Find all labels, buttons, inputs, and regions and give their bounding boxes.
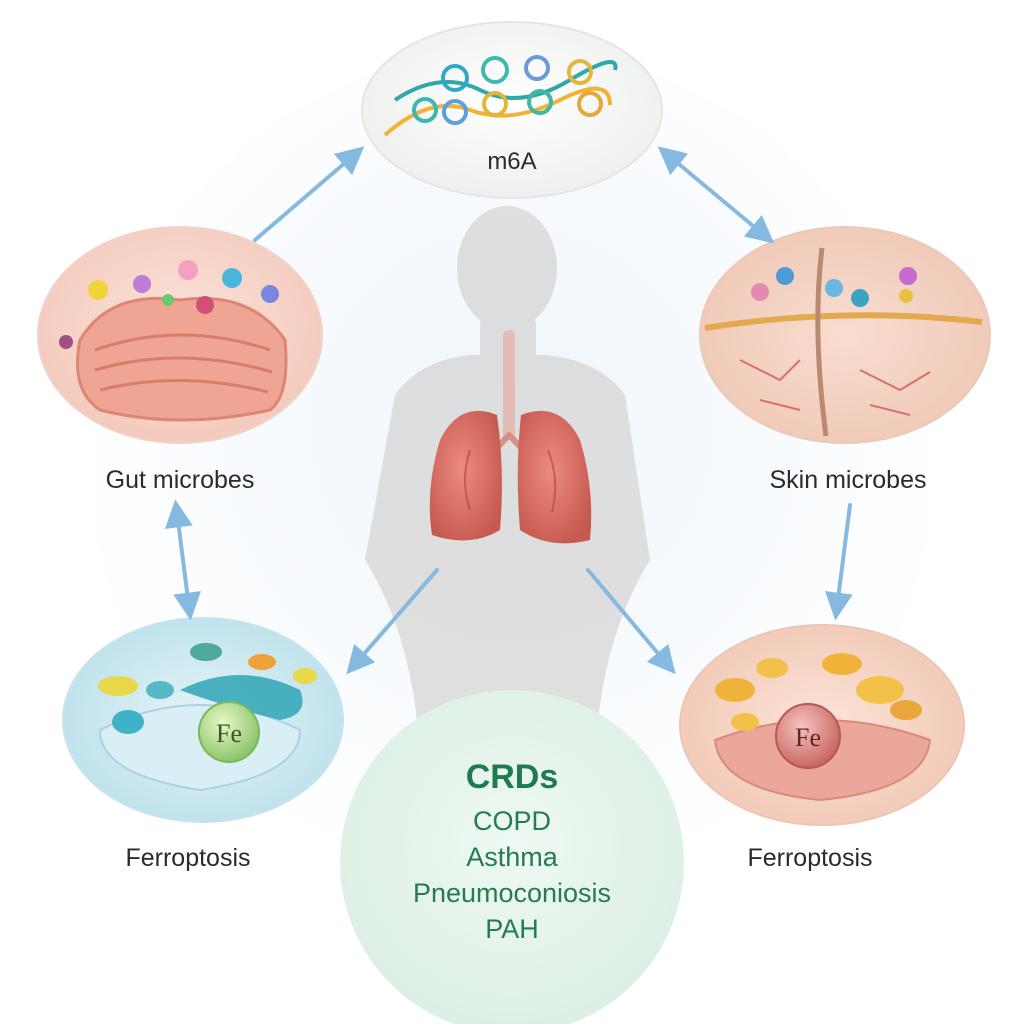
arrow-lungs-ferroptosis-left	[346, 568, 439, 675]
m6a-label: m6A	[487, 148, 537, 175]
gut-microbes-node	[37, 226, 323, 444]
arrow-skin-ferroptosis	[824, 503, 853, 621]
ferroptosis-right-label: Ferroptosis	[747, 844, 873, 872]
arrows	[164, 146, 853, 675]
ferroptosis-left-label: Ferroptosis	[125, 844, 251, 872]
skin-microbes-label: Skin microbes	[769, 466, 927, 494]
crds-block: CRDs COPD Asthma Pneumoconiosis PAH	[362, 758, 662, 947]
ferroptosis-left-node: Fe	[62, 617, 344, 823]
intestine-icon	[76, 296, 288, 422]
m6a-node	[361, 21, 663, 199]
arrow-gut-ferroptosis	[164, 499, 202, 621]
microbe-dots	[751, 267, 917, 307]
skin-microbes-node	[699, 226, 991, 444]
rna-strand-icon	[383, 55, 618, 137]
disease-copd: COPD	[472, 806, 551, 836]
disease-asthma: Asthma	[466, 842, 558, 872]
ferroptosis-left-particles	[98, 643, 317, 734]
fe-right-symbol: Fe	[795, 723, 821, 752]
fe-left-symbol: Fe	[216, 719, 242, 748]
skin-tissue-icon	[704, 247, 983, 437]
gut-microbes-label: Gut microbes	[105, 466, 255, 494]
disease-pah: PAH	[485, 914, 539, 944]
disease-pneumoconiosis: Pneumoconiosis	[412, 878, 612, 908]
crds-circle	[340, 690, 684, 1029]
arrow-lungs-ferroptosis-right	[586, 568, 676, 675]
arrow-gut-to-m6a	[253, 146, 365, 242]
ferroptosis-right-node: Fe	[679, 624, 965, 826]
human-lungs-icon	[429, 410, 592, 544]
crds-title: CRDs	[465, 758, 559, 796]
iron-cell-icon: Fe	[98, 675, 303, 792]
ferroptosis-right-particles	[715, 653, 922, 731]
iron-cell-icon: Fe	[713, 703, 932, 802]
arrow-m6a-skin	[657, 146, 775, 244]
microbe-dots	[59, 260, 279, 349]
